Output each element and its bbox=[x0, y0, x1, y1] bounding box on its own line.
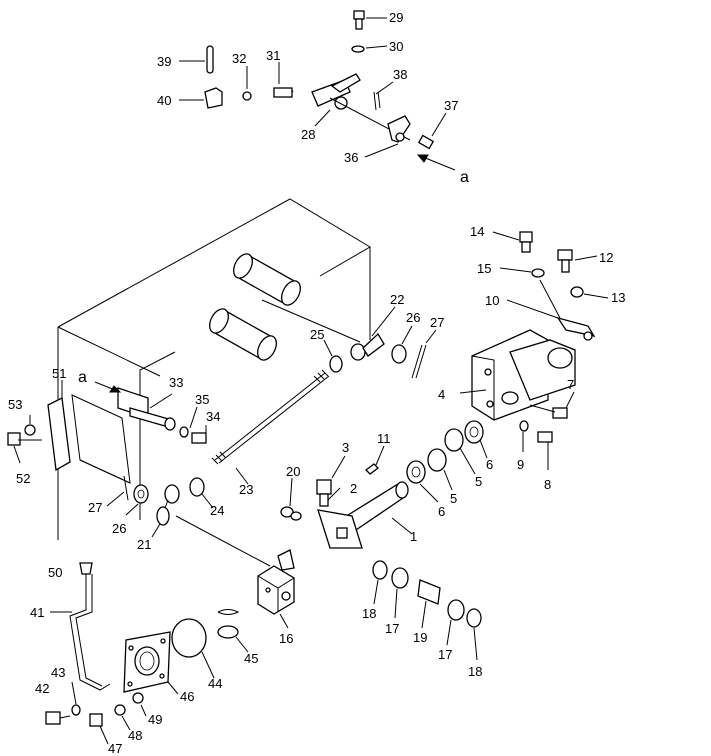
callout-16: 16 bbox=[279, 631, 293, 646]
part-22-clevis bbox=[350, 332, 385, 361]
part-44-disc bbox=[171, 618, 207, 658]
callout-34: 34 bbox=[206, 409, 220, 424]
callout-39: 39 bbox=[157, 54, 171, 69]
callout-13: 13 bbox=[611, 290, 625, 305]
callout-26-left: 26 bbox=[112, 521, 126, 536]
part-23-rod bbox=[211, 369, 330, 465]
part-51-gasket bbox=[47, 397, 71, 472]
callout-32: 32 bbox=[232, 51, 246, 66]
callout-12: 12 bbox=[599, 250, 613, 265]
cylinder-upper bbox=[233, 253, 301, 306]
callout-1: 1 bbox=[410, 529, 417, 544]
callout-5-left: 5 bbox=[450, 491, 457, 506]
callout-52: 52 bbox=[16, 471, 30, 486]
part-30-washer bbox=[351, 45, 365, 53]
part-32-ball bbox=[242, 91, 252, 101]
callout-15: 15 bbox=[477, 261, 491, 276]
callout-38: 38 bbox=[393, 67, 407, 82]
callout-42: 42 bbox=[35, 681, 49, 696]
callout-29: 29 bbox=[389, 10, 403, 25]
callout-30: 30 bbox=[389, 39, 403, 54]
part-41-lever bbox=[69, 574, 111, 691]
console-housing bbox=[57, 198, 371, 540]
callout-27-right: 27 bbox=[430, 315, 444, 330]
callout-53: 53 bbox=[8, 397, 22, 412]
part-46-plate bbox=[123, 631, 171, 693]
part-3-bolt bbox=[316, 479, 332, 507]
callout-22: 22 bbox=[390, 292, 404, 307]
callout-10: 10 bbox=[485, 293, 499, 308]
part-1-shaft bbox=[317, 481, 409, 549]
part-29-bolt bbox=[353, 10, 365, 30]
callout-50: 50 bbox=[48, 565, 62, 580]
callout-51: 51 bbox=[52, 366, 66, 381]
callout-6-left: 6 bbox=[438, 504, 445, 519]
callout-18-left: 18 bbox=[362, 606, 376, 621]
callout-40: 40 bbox=[157, 93, 171, 108]
callout-49: 49 bbox=[148, 712, 162, 727]
callout-43: 43 bbox=[51, 665, 65, 680]
shaft-parts-17-19 bbox=[372, 560, 482, 628]
view-marker-a-top: a bbox=[460, 169, 469, 186]
part-16-block bbox=[257, 549, 295, 615]
part-31-spring bbox=[273, 87, 294, 98]
callout-3: 3 bbox=[342, 440, 349, 455]
part-50-cap bbox=[79, 562, 93, 575]
part-36-link bbox=[387, 115, 411, 143]
callout-24: 24 bbox=[210, 503, 224, 518]
callout-5-right: 5 bbox=[475, 474, 482, 489]
detail-a-assembly bbox=[179, 10, 456, 171]
part-21-clevis bbox=[156, 484, 180, 526]
callout-27-left: 27 bbox=[88, 500, 102, 515]
callout-18-right: 18 bbox=[468, 664, 482, 679]
callout-20: 20 bbox=[286, 464, 300, 479]
callout-11: 11 bbox=[377, 431, 391, 446]
callout-36: 36 bbox=[344, 150, 358, 165]
callout-14: 14 bbox=[470, 224, 484, 239]
part-39-pin bbox=[206, 45, 214, 74]
part-20-screw bbox=[280, 506, 302, 521]
callout-labels: 29 30 39 32 31 38 40 37 28 36 a 14 12 15… bbox=[8, 10, 625, 756]
part-40-block bbox=[204, 87, 223, 109]
callout-46: 46 bbox=[180, 689, 194, 704]
part-38-spring-pin bbox=[373, 91, 381, 111]
callout-31: 31 bbox=[266, 48, 280, 63]
callout-23: 23 bbox=[239, 482, 253, 497]
callout-7: 7 bbox=[567, 377, 574, 392]
callout-8: 8 bbox=[544, 477, 551, 492]
callout-19: 19 bbox=[413, 630, 427, 645]
callout-6-right: 6 bbox=[486, 457, 493, 472]
callout-33: 33 bbox=[169, 375, 183, 390]
callout-45: 45 bbox=[244, 651, 258, 666]
part-45-spring bbox=[217, 609, 240, 639]
bushings-5-6 bbox=[406, 420, 484, 484]
callout-9: 9 bbox=[517, 457, 524, 472]
part-37-bolt bbox=[417, 134, 435, 150]
callout-17-right: 17 bbox=[438, 647, 452, 662]
callout-37: 37 bbox=[444, 98, 458, 113]
part-10-link bbox=[539, 279, 596, 341]
callout-47: 47 bbox=[108, 741, 122, 756]
callout-21: 21 bbox=[137, 537, 151, 552]
callout-17-left: 17 bbox=[385, 621, 399, 636]
part-26-nut-left bbox=[133, 484, 149, 504]
cylinder-lower bbox=[209, 308, 277, 361]
callout-44: 44 bbox=[208, 676, 222, 691]
callout-25: 25 bbox=[310, 327, 324, 342]
part-28-lever bbox=[311, 73, 411, 141]
callout-2: 2 bbox=[350, 481, 357, 496]
callout-26-right: 26 bbox=[406, 310, 420, 325]
part-4-bracket bbox=[459, 329, 576, 421]
left-panel bbox=[7, 380, 207, 484]
view-marker-a-left: a bbox=[78, 369, 87, 386]
view-arrow-a-left bbox=[94, 381, 122, 393]
callout-4: 4 bbox=[438, 387, 445, 402]
callout-48: 48 bbox=[128, 728, 142, 743]
callout-28: 28 bbox=[301, 127, 315, 142]
callout-35: 35 bbox=[195, 392, 209, 407]
callout-41: 41 bbox=[30, 605, 44, 620]
view-arrow-a bbox=[416, 154, 456, 171]
